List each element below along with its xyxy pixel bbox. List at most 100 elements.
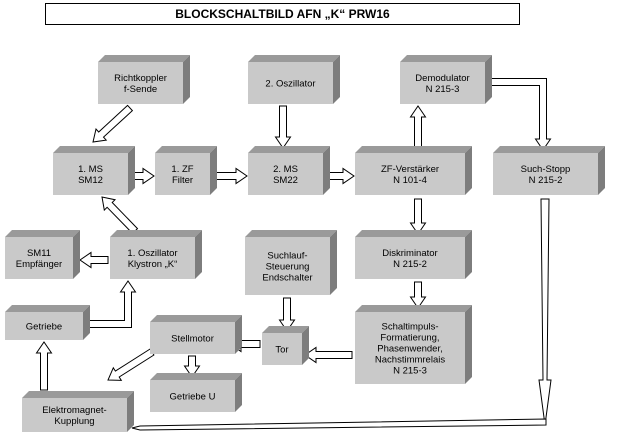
block-top-face [150,315,242,322]
block-label-line: Getriebe [26,322,62,333]
block-label-line: Endschalter [262,273,312,284]
block-label-line: Suchlauf- [267,251,307,262]
block-top-face [5,230,80,237]
arrow-stellmotor-to-getriebe-u [183,355,201,378]
block-label-line: N 215-2 [529,175,563,186]
block-label-line: SM11 [27,248,51,259]
block-top-face [110,230,202,237]
arrow-suchlauf-to-tor [278,297,296,332]
arrow-schaltimpuls-to-tor [304,346,353,364]
block-front-face [53,153,128,195]
arrow-stellmotor-to-elektromagnet [107,348,155,381]
block-top-face [22,391,134,398]
arrow-suchstopp-down [538,198,552,426]
block-front-face [245,237,330,295]
block-label-line: N 215-2 [393,259,427,270]
block-label-line: SM12 [78,175,103,186]
block-side-face [195,230,202,279]
block-side-face [210,146,217,195]
block-side-face [235,315,242,354]
block-label-line: Stellmotor [171,334,214,345]
block-front-face [248,62,333,104]
block-label-line: Steuerung [266,262,310,273]
block-front-face [98,62,183,104]
block-tor: Tor [262,326,309,365]
block-top-face [245,230,337,237]
block-side-face [485,55,492,104]
block-side-face [465,305,472,384]
block-side-face [73,230,80,279]
block-front-face [355,312,465,384]
block-stellmotor: Stellmotor [150,315,242,354]
arrow-zfverst-to-demodulator [409,105,427,151]
arrow-demodulator-to-suchstopp [488,78,552,151]
block-label-line: Empfänger [16,259,62,270]
block-side-face [465,230,472,279]
block-label-line: 1. MS [78,164,103,175]
block-front-face [5,237,73,279]
block-top-face [248,146,330,153]
arrow-to-elektromagnet [131,418,547,431]
block-side-face [128,146,135,195]
block-label-line: Filter [172,175,193,186]
block-elektromagnet: Elektromagnet-Kupplung [22,391,134,432]
block-side-face [183,55,190,104]
arrow-elektromagnet-to-getriebe [35,341,53,391]
block-top-face [98,55,190,62]
block-front-face [110,237,195,279]
block-label-line: 2. Oszillator [265,79,315,90]
block-side-face [330,230,337,295]
block-top-face [400,55,492,62]
block-front-face [22,398,127,432]
block-top-face [150,373,242,380]
block-label-line: Formatierung, [380,333,439,344]
block-label-line: f-Sende [124,84,157,95]
block-label-line: SM22 [273,175,298,186]
block-label-line: Elektromagnet- [42,405,106,416]
block-top-face [493,146,605,153]
arrow-oszillator2-to-ms2 [274,105,292,149]
block-top-face [155,146,217,153]
block-label-line: Demodulator [415,73,469,84]
block-top-face [262,326,309,333]
block-front-face [150,380,235,412]
block-front-face [355,237,465,279]
block-side-face [598,146,605,195]
arrow-diskriminator-to-schaltimpuls [409,281,427,309]
arrow-ms2-to-zfverst [325,167,355,185]
block-label-line: Schaltimpuls- [381,322,438,333]
block-label-line: 1. ZF [171,164,193,175]
block-label-line: 2. MS [273,164,298,175]
block-label-line: Kupplung [54,416,94,427]
block-top-face [355,305,472,312]
block-top-face [355,146,472,153]
block-oszillator2: 2. Oszillator [248,55,340,104]
block-label-line: ZF-Verstärker [381,164,439,175]
block-label-line: Phasenwender, [377,344,443,355]
block-label-line: Diskriminator [382,248,437,259]
block-top-face [5,305,90,312]
diagram-title: BLOCKSCHALTBILD AFN „K“ PRW16 [45,3,520,25]
block-front-face [400,62,485,104]
block-label-line: N 215-3 [393,366,427,377]
block-front-face [355,153,465,195]
arrow-getriebe-to-oszillator1 [86,280,137,328]
block-label-line: Nachstimmrelais [375,355,445,366]
arrow-richtkoppler-to-ms1 [92,104,134,143]
block-getriebe_u: Getriebe U [150,373,242,412]
block-schaltimpuls: Schaltimpuls-Formatierung,Phasenwender,N… [355,305,472,384]
block-label-line: Tor [275,345,288,356]
arrow-zf1-to-ms2 [211,167,248,185]
